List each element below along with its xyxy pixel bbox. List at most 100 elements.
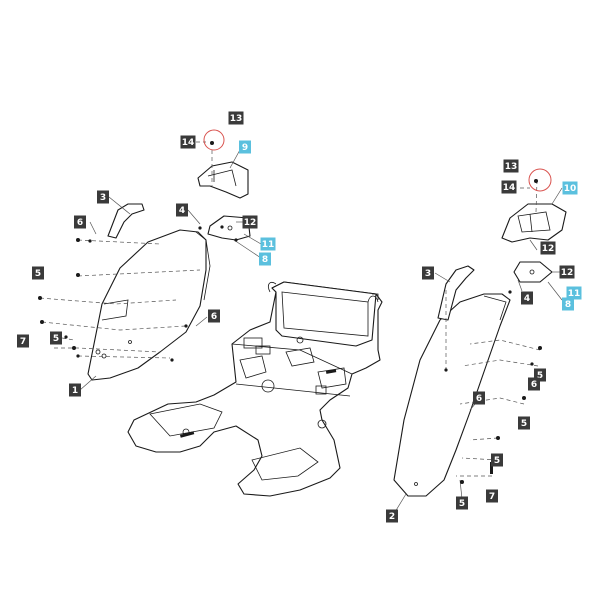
callout-number: 5 xyxy=(537,371,543,381)
callout-5: 5 xyxy=(491,453,503,467)
callout-number: 7 xyxy=(20,337,26,347)
callout-7: 7 xyxy=(486,489,498,503)
callout-box xyxy=(503,159,519,173)
screw xyxy=(490,462,493,474)
bolt xyxy=(76,354,80,358)
callout-number: 11 xyxy=(568,289,581,299)
bolt xyxy=(444,368,448,372)
callout-5: 5 xyxy=(50,331,62,345)
callout-box xyxy=(180,135,196,149)
callout-box xyxy=(386,509,398,523)
bolt xyxy=(76,238,80,242)
callout-9: 9 xyxy=(239,140,251,154)
callout-10: 10 xyxy=(562,181,578,195)
right-bracket xyxy=(513,261,553,283)
callout-11: 11 xyxy=(566,286,582,300)
callout-box xyxy=(562,297,574,311)
highlight-circle-left xyxy=(203,129,225,151)
bolt xyxy=(234,238,238,242)
callout-box xyxy=(228,111,244,125)
callout-box xyxy=(176,203,188,217)
bolt xyxy=(64,335,68,339)
bolt xyxy=(210,141,214,145)
highlight-circle-right xyxy=(528,168,552,192)
callout-box xyxy=(242,215,258,229)
callout-6: 6 xyxy=(208,309,220,323)
callout-number: 13 xyxy=(230,114,243,124)
bolt xyxy=(496,436,500,440)
callout-11: 11 xyxy=(260,237,276,251)
bolt xyxy=(38,296,42,300)
callout-12: 12 xyxy=(540,241,556,255)
callout-number: 5 xyxy=(494,456,500,466)
callout-8: 8 xyxy=(259,252,271,266)
callout-box xyxy=(540,241,556,255)
callout-box xyxy=(518,416,530,430)
callout-box xyxy=(473,391,485,405)
callout-number: 5 xyxy=(459,499,465,509)
callout-box xyxy=(208,309,220,323)
callout-12: 12 xyxy=(242,215,258,229)
callout-box xyxy=(559,265,575,279)
bolt xyxy=(460,480,464,484)
callout-box xyxy=(17,334,29,348)
callout-number: 14 xyxy=(503,183,516,193)
callout-number: 7 xyxy=(489,492,495,502)
callout-14: 14 xyxy=(501,180,517,194)
callout-6: 6 xyxy=(528,377,540,391)
callout-box xyxy=(456,496,468,510)
callout-4: 4 xyxy=(521,291,533,305)
callout-13: 13 xyxy=(228,111,244,125)
callout-box xyxy=(521,291,533,305)
callout-14: 14 xyxy=(180,135,196,149)
callout-box xyxy=(97,190,109,204)
callout-box xyxy=(566,286,582,300)
callout-number: 9 xyxy=(242,143,248,153)
bolt xyxy=(220,225,224,229)
callout-number: 11 xyxy=(262,240,275,250)
callout-number: 8 xyxy=(565,300,571,310)
right-fender xyxy=(393,293,511,497)
callout-box xyxy=(74,215,86,229)
callout-2: 2 xyxy=(386,509,398,523)
callout-box xyxy=(259,252,271,266)
callout-number: 8 xyxy=(262,255,268,265)
callout-box xyxy=(260,237,276,251)
callout-number: 4 xyxy=(524,294,530,304)
callout-box xyxy=(50,331,62,345)
leader-lines xyxy=(39,141,563,513)
callout-box xyxy=(69,383,81,397)
callout-box xyxy=(501,180,517,194)
bolt xyxy=(538,346,542,350)
callout-3: 3 xyxy=(422,266,434,280)
callout-number: 5 xyxy=(35,269,41,279)
callout-box xyxy=(422,266,434,280)
fasteners xyxy=(38,141,542,484)
callout-number: 5 xyxy=(53,334,59,344)
callout-number: 3 xyxy=(425,269,431,279)
callout-5: 5 xyxy=(518,416,530,430)
callout-12: 12 xyxy=(559,265,575,279)
callout-box xyxy=(239,140,251,154)
callout-number: 10 xyxy=(564,184,577,194)
left-fender xyxy=(87,229,211,381)
right-top-cover xyxy=(501,203,567,243)
callout-number: 2 xyxy=(389,512,395,522)
callout-6: 6 xyxy=(473,391,485,405)
callout-8: 8 xyxy=(562,297,574,311)
callout-number: 3 xyxy=(100,193,106,203)
callout-box xyxy=(32,266,44,280)
callout-number: 12 xyxy=(542,244,555,254)
callout-number: 6 xyxy=(531,380,537,390)
left-top-cover xyxy=(197,161,249,199)
callout-5: 5 xyxy=(456,496,468,510)
bolt xyxy=(508,290,512,294)
callout-number: 5 xyxy=(521,419,527,429)
callout-1: 1 xyxy=(69,383,81,397)
bolt xyxy=(530,362,534,366)
callout-number: 6 xyxy=(476,394,482,404)
callout-box xyxy=(528,377,540,391)
callout-number: 6 xyxy=(77,218,83,228)
callout-3: 3 xyxy=(97,190,109,204)
